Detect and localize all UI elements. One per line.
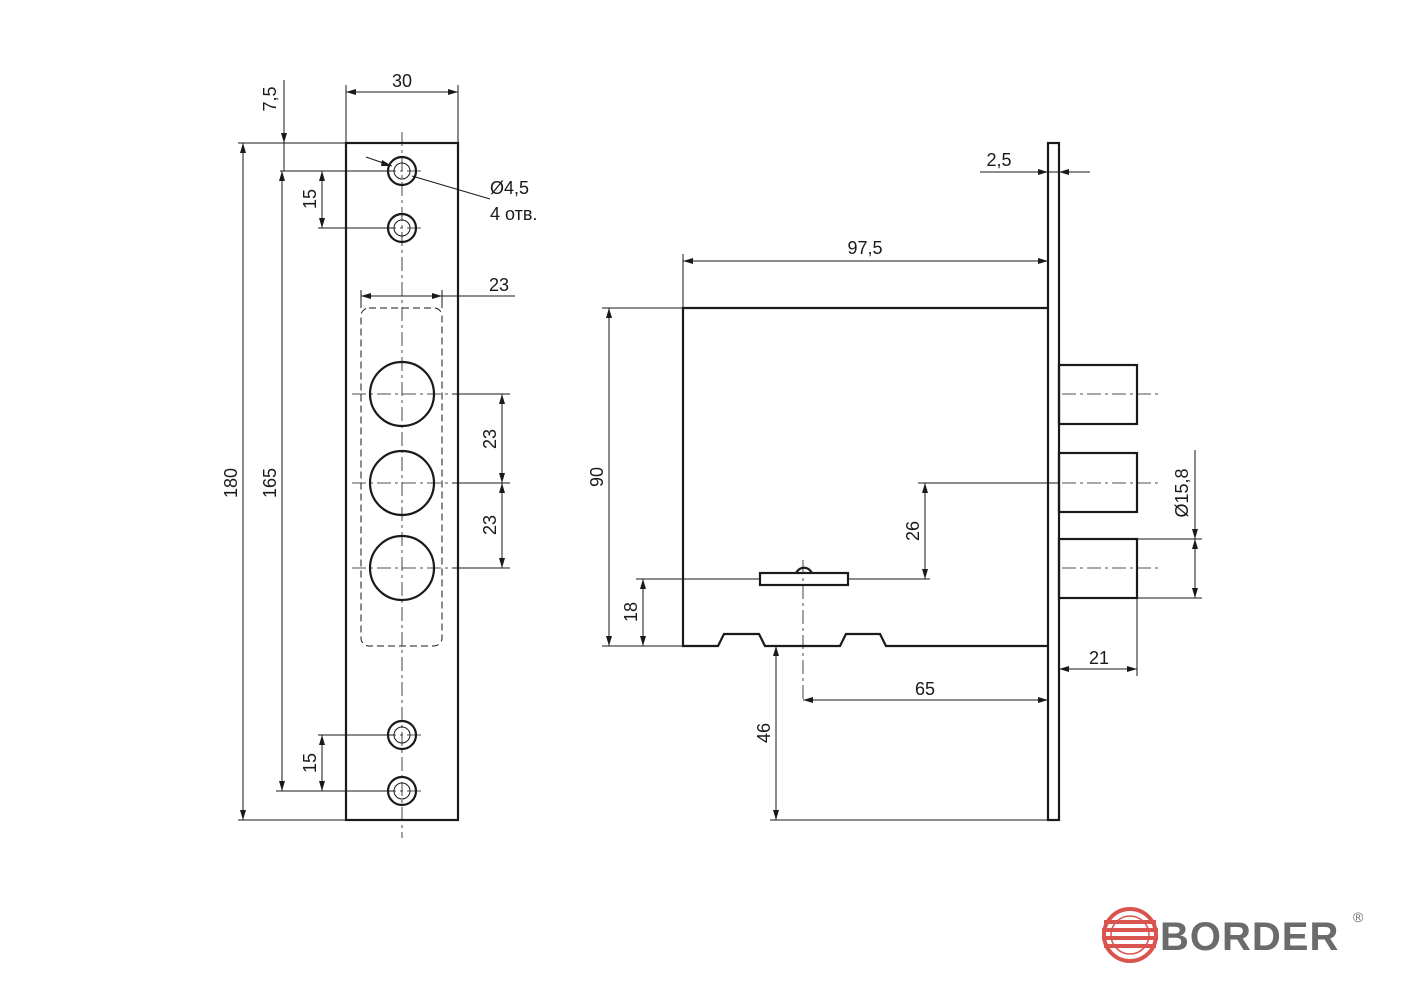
dim-hole-spacing-bottom: 15	[300, 753, 320, 773]
bolt-circle	[352, 449, 452, 517]
bolt	[1057, 363, 1160, 426]
side-faceplate	[1046, 141, 1061, 822]
border-logo: BORDER ®	[1102, 907, 1364, 963]
bolt-circle	[352, 534, 452, 602]
lock-body-side-view	[681, 141, 1160, 822]
dim-backset: 65	[915, 679, 935, 699]
dim-body-height: 90	[587, 467, 607, 487]
registered-mark: ®	[1353, 909, 1364, 925]
dim-key-to-bottom: 46	[754, 723, 774, 743]
dim-top-offset: 7,5	[260, 86, 280, 111]
dim-hole-spacing-top: 15	[300, 189, 320, 209]
dim-hole-count: 4 отв.	[490, 204, 537, 224]
side-view-dimensions: 2,5 97,5 90 18 26 Ø15,8	[587, 150, 1202, 821]
keyhole	[758, 560, 850, 700]
hidden-bolt-zone	[360, 307, 443, 647]
body-outline	[681, 306, 1048, 648]
dim-faceplate-width: 30	[392, 71, 412, 91]
faceplate-front-view	[344, 132, 460, 838]
dim-total-height: 180	[221, 468, 241, 498]
dim-bolt-throw: 21	[1089, 648, 1109, 668]
dim-hole-diameter: Ø4,5	[490, 178, 529, 198]
dim-hole-span: 165	[260, 468, 280, 498]
dim-bolt-pitch-2: 23	[480, 515, 500, 535]
dim-bolt-offset: 26	[903, 521, 923, 541]
border-logo-text: BORDER	[1160, 915, 1339, 959]
dim-faceplate-thickness: 2,5	[986, 150, 1011, 170]
dim-bolt-diameter: Ø15,8	[1172, 468, 1192, 517]
bolt	[1057, 451, 1160, 514]
dim-bolt-pitch-1: 23	[480, 429, 500, 449]
border-logo-emblem	[1102, 907, 1158, 963]
front-view-dimensions: 30 7,5 Ø4,5 4 отв. 15 23 2	[221, 71, 537, 821]
bolt-circle	[352, 360, 452, 428]
dim-body-depth: 97,5	[847, 238, 882, 258]
bolt	[1057, 537, 1160, 600]
dim-key-height: 18	[621, 602, 641, 622]
dim-cylinder-zone-width: 23	[489, 275, 509, 295]
